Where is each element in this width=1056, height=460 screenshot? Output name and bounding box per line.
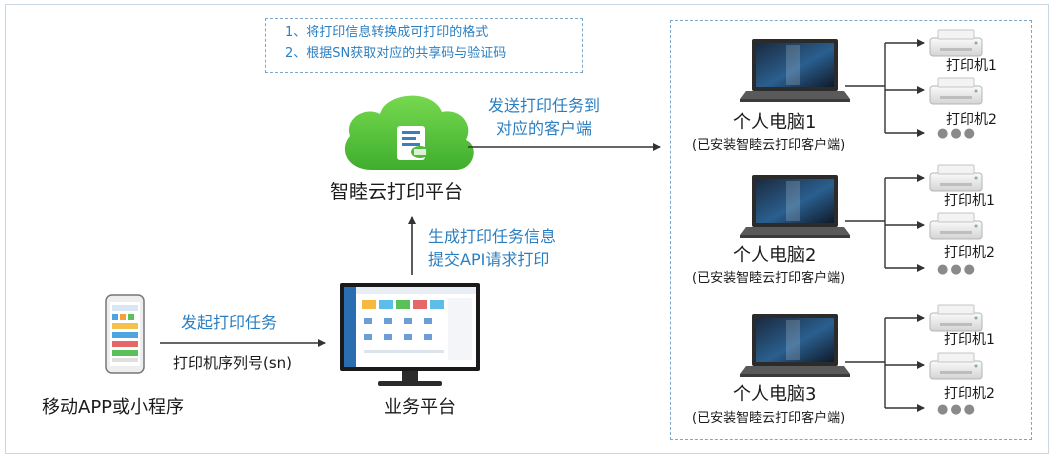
pc-2-name: 个人电脑2 bbox=[733, 245, 817, 266]
more-printers-3: ●●● bbox=[937, 402, 978, 417]
pc-3-printer-1: 打印机1 bbox=[944, 332, 995, 348]
laptop-icon bbox=[740, 175, 850, 238]
more-printers-1: ●●● bbox=[937, 126, 978, 141]
printer-icon bbox=[929, 352, 983, 380]
laptop-icon bbox=[740, 39, 850, 102]
printer-icon bbox=[929, 29, 983, 57]
pc-3-subtitle: (已安装智睦云打印客户端) bbox=[692, 411, 846, 426]
serial-number-label: 打印机序列号(sn) bbox=[173, 354, 293, 372]
send-task-line-2: 对应的客户端 bbox=[496, 119, 593, 138]
printer-icon bbox=[929, 77, 983, 105]
initiate-task-label: 发起打印任务 bbox=[181, 313, 278, 332]
monitor-icon bbox=[340, 283, 480, 386]
business-platform-label: 业务平台 bbox=[384, 397, 456, 418]
cloud-print-icon bbox=[344, 95, 474, 170]
pc-3-name: 个人电脑3 bbox=[733, 384, 817, 405]
generate-task-line-2: 提交API请求打印 bbox=[428, 250, 550, 269]
client-area-box bbox=[670, 20, 1032, 440]
pc-1-printer-1: 打印机1 bbox=[946, 58, 997, 74]
pc-2-printer-1: 打印机1 bbox=[944, 193, 995, 209]
mobile-app-label: 移动APP或小程序 bbox=[42, 397, 185, 418]
printer-icon bbox=[929, 164, 983, 192]
pc-3-printer-2: 打印机2 bbox=[944, 386, 995, 402]
send-task-line-1: 发送打印任务到 bbox=[488, 96, 601, 115]
pc-1-printer-2: 打印机2 bbox=[946, 112, 997, 128]
outer-frame bbox=[5, 4, 1049, 454]
note-line-1: 1、将打印信息转换成可打印的格式 bbox=[285, 25, 489, 40]
printer-icon bbox=[929, 212, 983, 240]
pc-1-name: 个人电脑1 bbox=[733, 112, 817, 133]
pc-2-subtitle: (已安装智睦云打印客户端) bbox=[692, 271, 846, 286]
processing-notes-box bbox=[265, 18, 583, 73]
generate-task-line-1: 生成打印任务信息 bbox=[428, 227, 557, 246]
cloud-platform-label: 智睦云打印平台 bbox=[330, 181, 464, 203]
printer-icon bbox=[929, 304, 983, 332]
smartphone-icon bbox=[105, 294, 145, 374]
pc-1-subtitle: (已安装智睦云打印客户端) bbox=[692, 138, 846, 153]
note-line-2: 2、根据SN获取对应的共享码与验证码 bbox=[285, 46, 507, 61]
laptop-icon bbox=[740, 314, 850, 377]
more-printers-2: ●●● bbox=[937, 262, 978, 277]
pc-2-printer-2: 打印机2 bbox=[944, 245, 995, 261]
